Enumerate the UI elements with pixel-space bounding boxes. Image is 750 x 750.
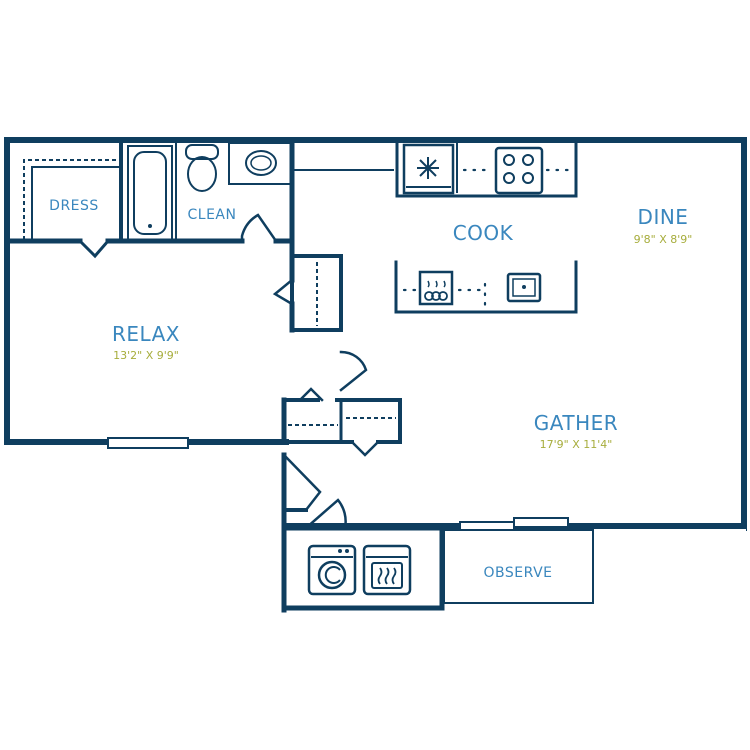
laundry-door bbox=[304, 498, 347, 530]
entry-door bbox=[282, 453, 322, 512]
clean-door bbox=[240, 213, 278, 243]
room-size-relax: 13'2" X 9'9" bbox=[113, 349, 179, 362]
room-label-gather: GATHER bbox=[534, 411, 618, 435]
dishwasher-icon bbox=[418, 270, 454, 306]
room-size-dine: 9'8" X 8'9" bbox=[634, 233, 693, 246]
washer-icon bbox=[307, 544, 357, 596]
room-label-cook: COOK bbox=[453, 221, 514, 245]
kitchen-counter-upper bbox=[395, 141, 578, 198]
room-label-dine: DINE bbox=[638, 205, 689, 229]
room-size-gather: 17'9" X 11'4" bbox=[540, 438, 613, 451]
dryer-icon bbox=[362, 544, 412, 596]
relax-door bbox=[272, 278, 294, 306]
room-label-observe: OBSERVE bbox=[484, 565, 553, 581]
toilet-icon bbox=[185, 144, 219, 192]
closet-door-lower bbox=[350, 440, 380, 457]
room-label-clean: CLEAN bbox=[188, 207, 237, 223]
kitchen-sink-icon bbox=[506, 272, 542, 303]
refrigerator-icon bbox=[402, 143, 455, 195]
hall-door bbox=[339, 350, 368, 392]
relax-window bbox=[107, 437, 189, 449]
kitchen-island bbox=[394, 260, 578, 314]
stove-icon bbox=[494, 146, 544, 195]
bathtub-icon bbox=[127, 145, 173, 241]
observe-balcony bbox=[443, 529, 594, 604]
room-label-dress: DRESS bbox=[49, 198, 99, 214]
dress-closet bbox=[23, 159, 119, 241]
room-label-relax: RELAX bbox=[112, 322, 180, 346]
hall-closet bbox=[290, 254, 343, 332]
gather-window-right bbox=[513, 517, 569, 528]
dress-door bbox=[77, 238, 111, 259]
doors bbox=[77, 213, 380, 530]
closet-door-upper bbox=[298, 387, 324, 402]
interior-walls bbox=[4, 137, 445, 613]
laundry-closet bbox=[281, 525, 445, 611]
sink-icon bbox=[228, 142, 293, 185]
